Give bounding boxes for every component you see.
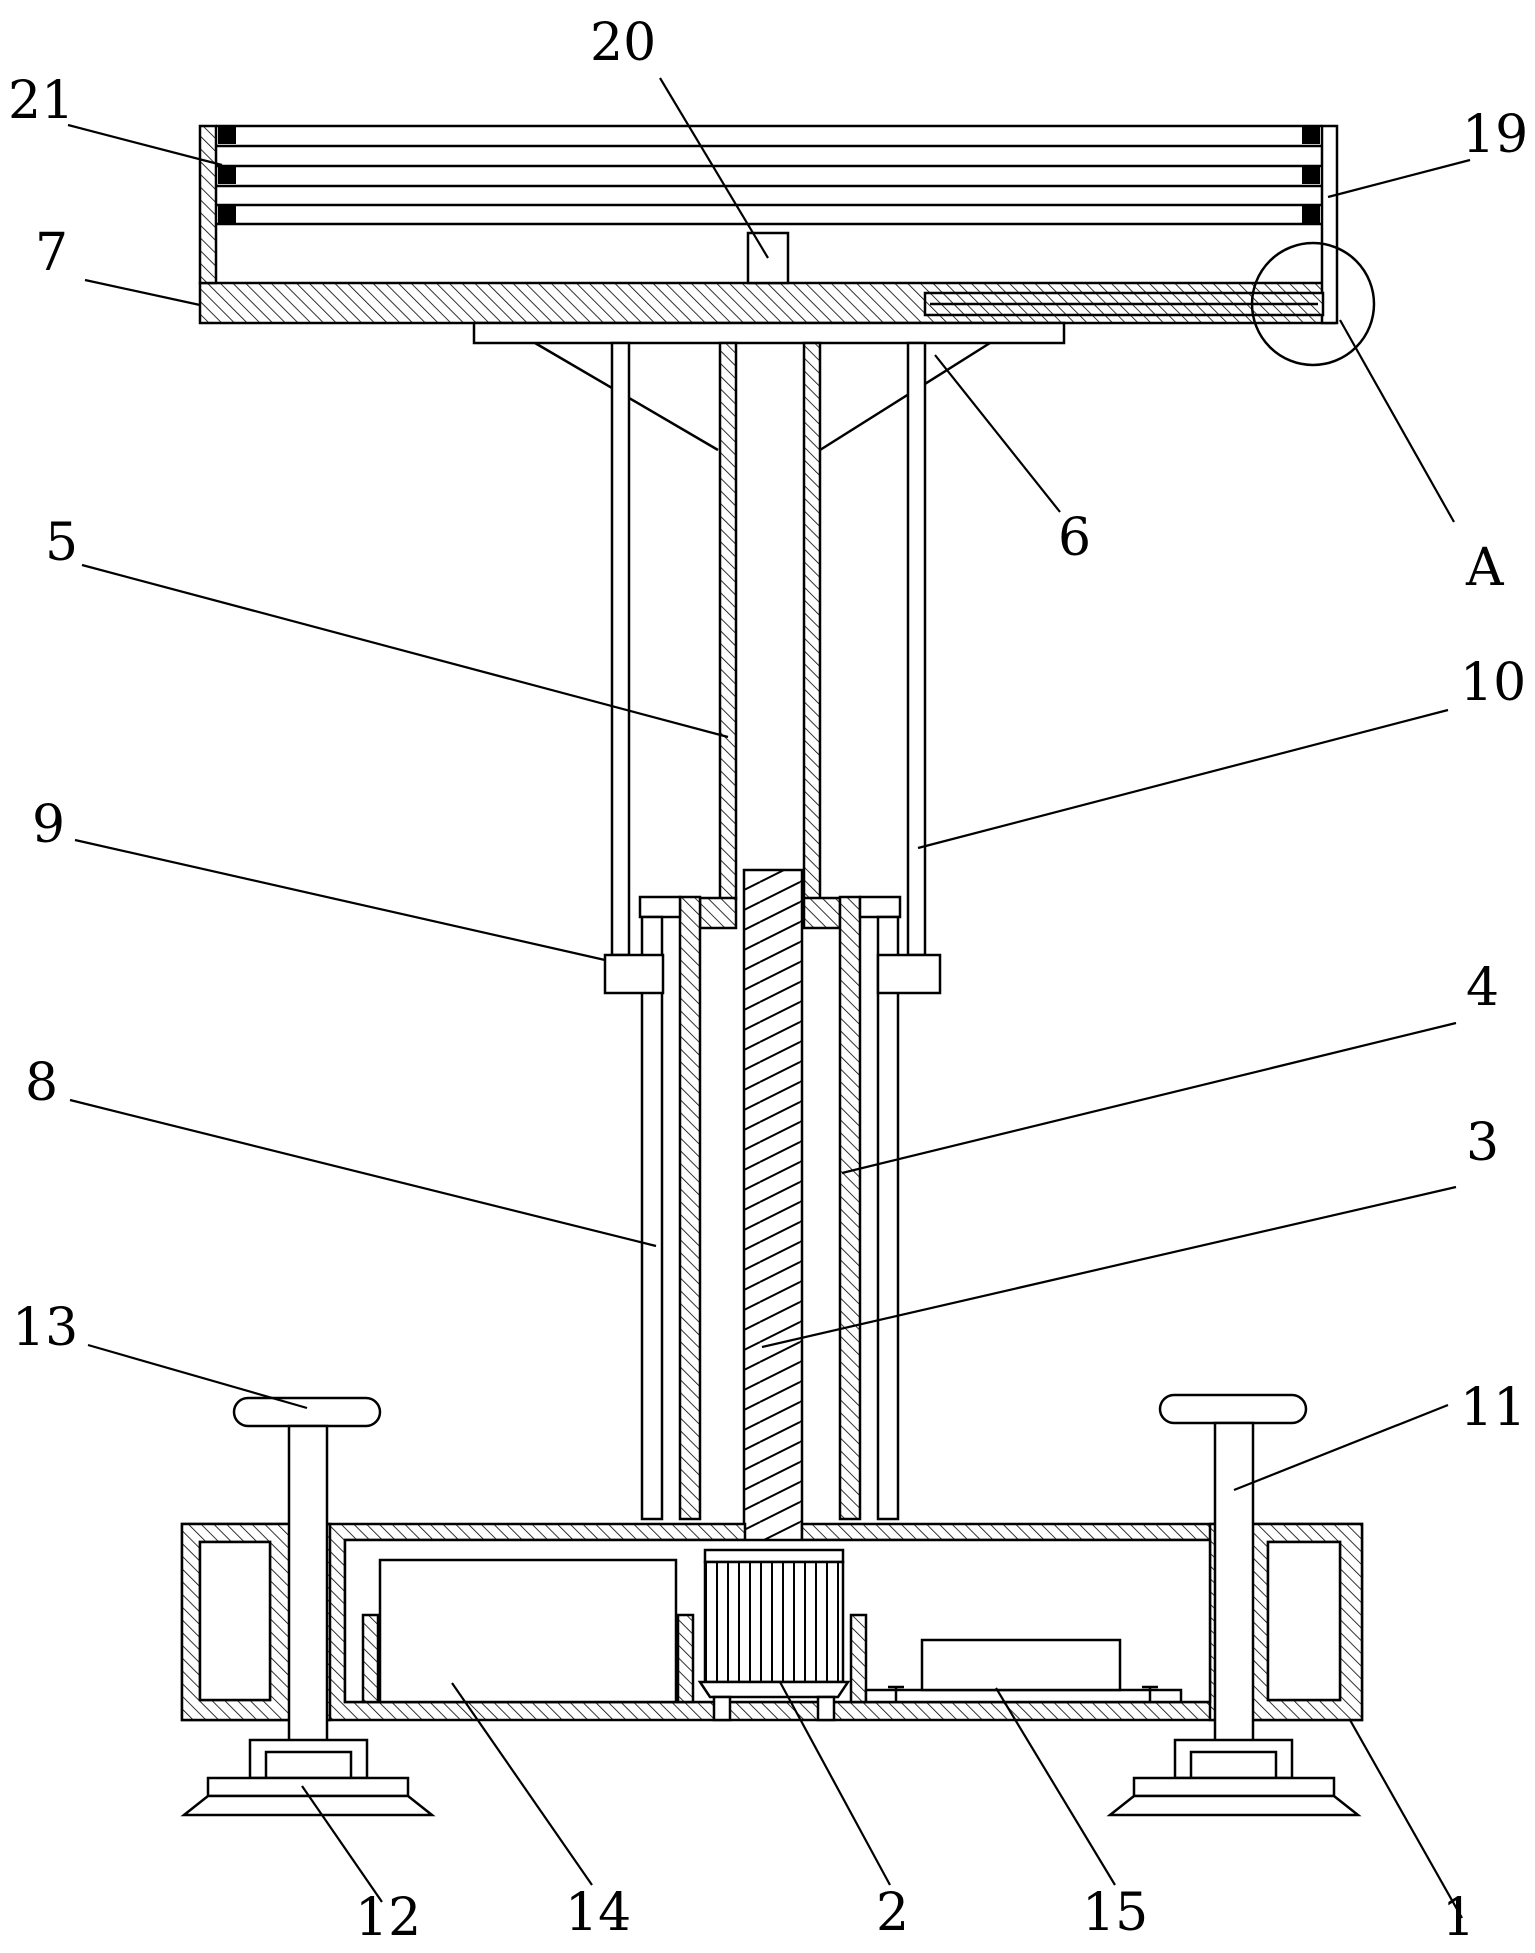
slider-right <box>878 955 940 993</box>
label-2: 2 <box>876 1883 909 1943</box>
leg-11 <box>1215 1423 1253 1786</box>
label-15: 15 <box>1082 1883 1148 1943</box>
label-20: 20 <box>590 13 656 73</box>
rods <box>216 126 1322 224</box>
label-1: 1 <box>1442 1888 1475 1948</box>
mount-plate <box>474 323 1064 450</box>
label-10: 10 <box>1460 653 1526 713</box>
label-6: 6 <box>1058 508 1091 568</box>
label-11: 11 <box>1460 1378 1526 1438</box>
label-14: 14 <box>565 1883 631 1943</box>
label-7: 7 <box>35 223 68 283</box>
battery-box <box>380 1560 676 1702</box>
label-a: A <box>1465 538 1505 598</box>
label-4: 4 <box>1466 958 1499 1018</box>
label-12: 12 <box>355 1888 421 1948</box>
label-21: 21 <box>8 71 74 131</box>
label-8: 8 <box>25 1053 58 1113</box>
label-13: 13 <box>12 1298 78 1358</box>
label-19: 19 <box>1462 105 1528 165</box>
inner-column <box>700 343 840 928</box>
slider-left <box>605 955 663 993</box>
tray-left-wall <box>200 126 216 283</box>
label-5: 5 <box>45 513 78 573</box>
label-9: 9 <box>32 795 65 855</box>
label-3: 3 <box>1466 1113 1499 1173</box>
screw-shaft <box>744 870 802 1550</box>
motor <box>700 1550 848 1720</box>
guide-rods <box>612 343 925 955</box>
handle-13 <box>234 1398 380 1426</box>
